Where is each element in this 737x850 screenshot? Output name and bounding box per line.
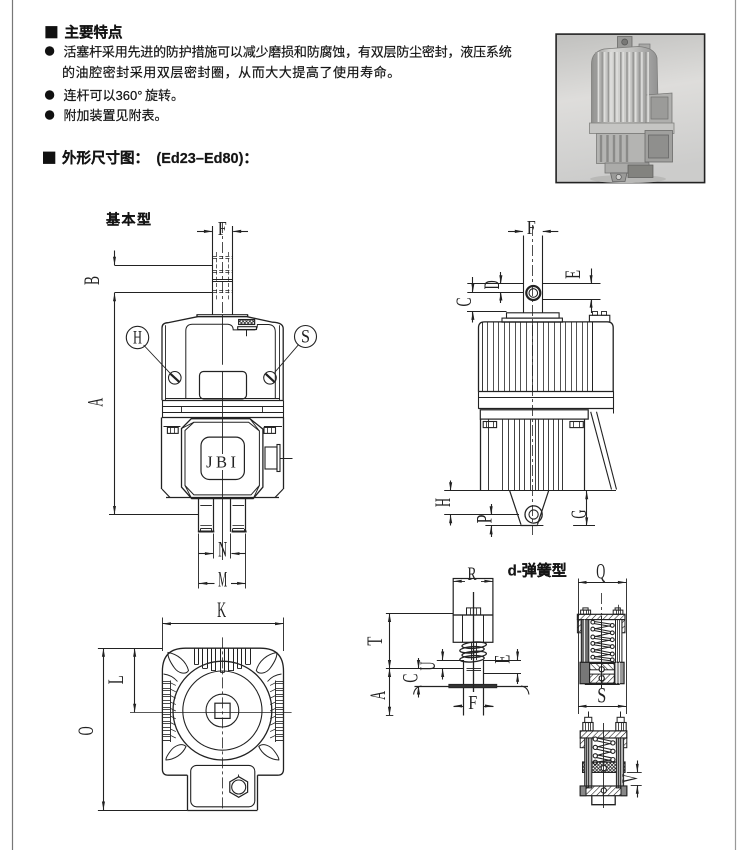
svg-text:O: O — [73, 726, 98, 735]
svg-text:连杆可以360° 旋转。: 连杆可以360° 旋转。 — [64, 88, 185, 103]
svg-text:A: A — [365, 690, 390, 699]
svg-text:R: R — [468, 564, 477, 585]
svg-text:E: E — [560, 270, 585, 279]
svg-text:B: B — [79, 276, 104, 285]
svg-text:F: F — [468, 692, 477, 714]
svg-text:外形尺寸图：: 外形尺寸图： — [62, 149, 149, 167]
svg-text:A: A — [83, 397, 108, 406]
svg-text:L: L — [103, 675, 128, 684]
svg-text:H: H — [430, 498, 455, 507]
svg-text:F: F — [218, 218, 227, 240]
svg-text:附加装置见附表。: 附加装置见附表。 — [64, 108, 168, 123]
svg-text:Q: Q — [596, 558, 605, 583]
svg-text:G: G — [566, 510, 591, 519]
svg-text:E: E — [490, 655, 515, 664]
svg-text:M: M — [218, 567, 227, 592]
svg-text:(Ed23–Ed80)：: (Ed23–Ed80)： — [156, 151, 258, 167]
svg-text:H: H — [133, 328, 142, 349]
svg-text:基本型: 基本型 — [106, 212, 153, 228]
svg-text:P: P — [472, 515, 497, 524]
svg-text:S: S — [597, 682, 606, 707]
svg-text:主要特点: 主要特点 — [65, 23, 123, 41]
svg-text:N: N — [218, 537, 227, 562]
svg-text:活塞杆采用先进的防护措施可以减少磨损和防腐蚀，有双层防尘密封: 活塞杆采用先进的防护措施可以减少磨损和防腐蚀，有双层防尘密封，液压系统 — [64, 44, 512, 59]
svg-text:d-弹簧型: d-弹簧型 — [508, 562, 567, 580]
svg-text:JBI: JBI — [206, 453, 239, 472]
svg-text:S: S — [301, 327, 310, 348]
svg-text:D: D — [479, 280, 504, 289]
svg-text:的油腔密封采用双层密封圈，从而大大提高了使用寿命。: 的油腔密封采用双层密封圈，从而大大提高了使用寿命。 — [62, 65, 401, 80]
svg-text:C: C — [398, 674, 423, 683]
svg-text:C: C — [451, 298, 476, 307]
svg-text:K: K — [217, 597, 226, 622]
svg-text:U: U — [415, 662, 440, 671]
svg-text:T: T — [362, 636, 387, 645]
svg-text:F: F — [527, 217, 536, 239]
svg-text:V: V — [617, 774, 642, 783]
